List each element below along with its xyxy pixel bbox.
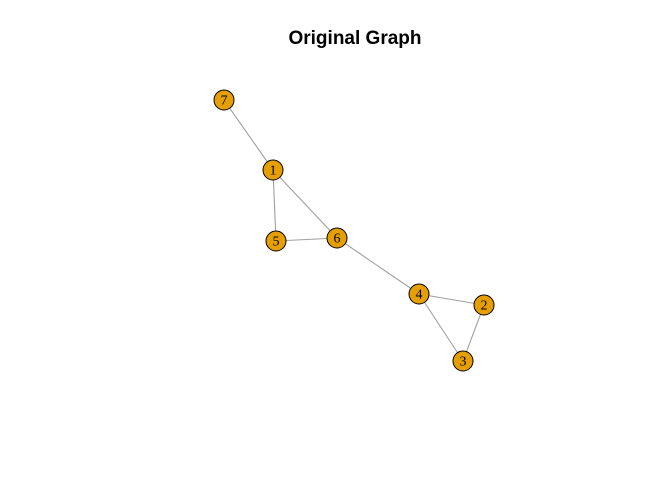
node-circle-7 <box>213 89 235 111</box>
node-label-7: 7 <box>221 94 228 109</box>
edge-6-4 <box>336 237 420 295</box>
node-label-1: 1 <box>270 164 277 179</box>
edge-1-5 <box>272 169 277 242</box>
node-label-4: 4 <box>416 288 423 303</box>
node-label-3: 3 <box>460 355 467 370</box>
edge-1-6 <box>272 169 338 239</box>
node-3: 3 <box>452 350 474 372</box>
node-1: 1 <box>262 159 284 181</box>
graph-title: Original Graph <box>288 28 422 49</box>
nodes-layer: 1 2 3 4 5 6 7 <box>213 89 495 372</box>
edge-4-3 <box>418 293 464 362</box>
node-label-6: 6 <box>334 232 341 247</box>
edge-7-1 <box>223 99 274 171</box>
edge-4-2 <box>418 293 485 306</box>
node-circle-6 <box>326 227 348 249</box>
node-label-5: 5 <box>273 235 280 250</box>
node-label-2: 2 <box>481 299 488 314</box>
node-7: 7 <box>213 89 235 111</box>
node-circle-5 <box>265 230 287 252</box>
node-circle-2 <box>473 294 495 316</box>
edges-layer <box>223 99 485 362</box>
node-circle-3 <box>452 350 474 372</box>
node-circle-4 <box>408 283 430 305</box>
node-circle-1 <box>262 159 284 181</box>
node-4: 4 <box>408 283 430 305</box>
node-5: 5 <box>265 230 287 252</box>
node-2: 2 <box>473 294 495 316</box>
node-6: 6 <box>326 227 348 249</box>
